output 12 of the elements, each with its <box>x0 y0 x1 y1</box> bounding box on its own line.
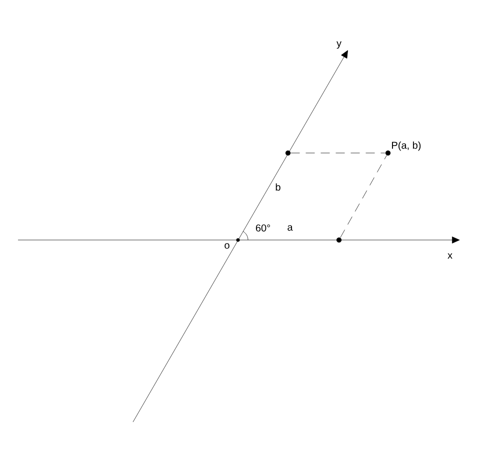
axis-label: a <box>288 225 293 231</box>
axis-label: b <box>276 183 280 191</box>
axis-label: x <box>448 253 452 259</box>
point <box>336 237 342 243</box>
point <box>385 150 391 156</box>
axis-label: o <box>224 243 230 249</box>
axis-label: 60° <box>256 224 270 232</box>
point <box>285 150 291 156</box>
axis-label: y <box>336 41 342 49</box>
dashed-line <box>340 155 387 238</box>
point-label: P(a, b) <box>392 141 421 151</box>
dashed-line <box>290 152 386 154</box>
